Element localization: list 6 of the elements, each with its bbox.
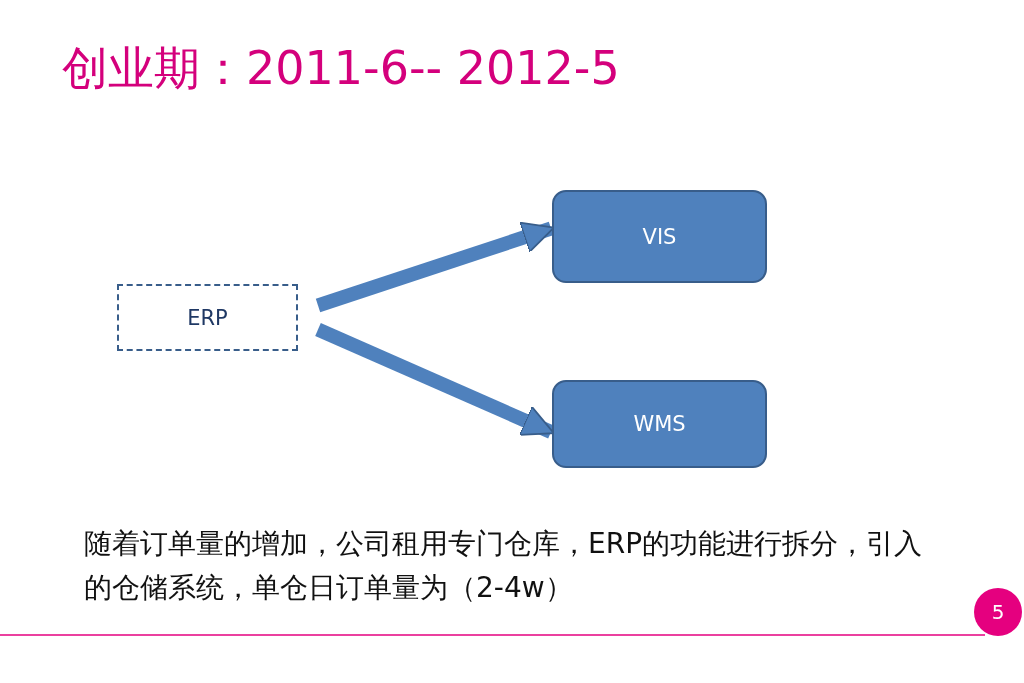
system-box: WMS (552, 380, 767, 468)
system-box: VIS (552, 190, 767, 283)
slide-title: 创业期：2011-6-- 2012-5 (62, 40, 620, 97)
caption-text: 随着订单量的增加，公司租用专门仓库，ERP的功能进行拆分，引入的仓储系统，单仓日订单量为（2-4w） (84, 526, 924, 606)
page-number: 5 (974, 588, 1022, 636)
dashed-box: ERP (117, 284, 298, 351)
